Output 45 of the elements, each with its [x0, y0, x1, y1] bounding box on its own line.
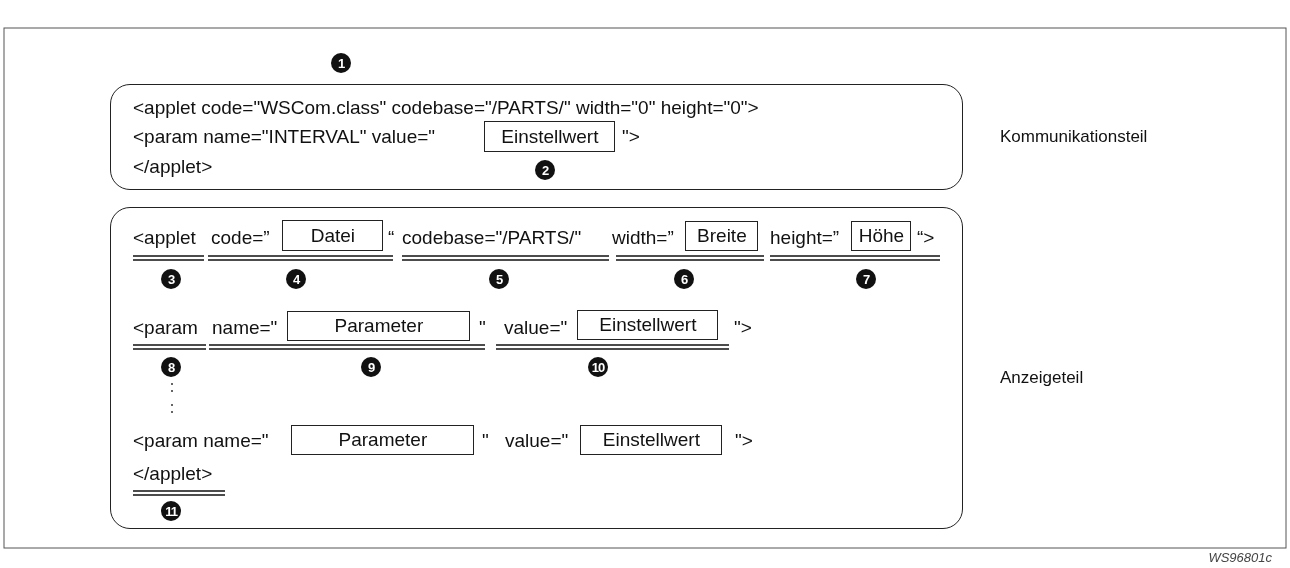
code-text: value=": [504, 317, 568, 339]
value-box: Parameter: [291, 425, 475, 456]
code-text: height=”: [770, 227, 840, 249]
code-text: <applet: [133, 227, 196, 249]
code-text: ": [479, 317, 486, 339]
code-text: <param name=": [133, 430, 269, 452]
value-box: Einstellwert: [484, 121, 616, 153]
code-panel: [110, 84, 963, 190]
code-text: “: [388, 227, 395, 249]
value-box: Parameter: [287, 311, 471, 342]
callout-number: 9: [361, 357, 381, 377]
callout-number: 4: [286, 269, 306, 289]
callout-number: 10: [588, 357, 608, 377]
callout-number: 5: [489, 269, 509, 289]
code-text: codebase="/PARTS/": [402, 227, 582, 249]
code-text: code=”: [211, 227, 270, 249]
code-text: value=": [505, 430, 569, 452]
code-text: ": [482, 430, 489, 452]
code-text: “>: [917, 227, 935, 249]
value-box: Datei: [282, 220, 384, 252]
code-text: </applet>: [133, 156, 213, 178]
code-text: ">: [622, 126, 640, 148]
callout-number: 3: [161, 269, 181, 289]
callout-number: 2: [535, 160, 555, 180]
value-box: Höhe: [851, 221, 912, 252]
value-box: Einstellwert: [577, 310, 719, 341]
value-box: Einstellwert: [580, 425, 723, 456]
callout-number: 7: [856, 269, 876, 289]
code-text: ">: [734, 317, 752, 339]
callout-number: 11: [161, 501, 181, 521]
code-text: width=”: [612, 227, 674, 249]
code-text: <param name="INTERVAL" value=": [133, 126, 436, 148]
code-text: <param: [133, 317, 198, 339]
value-box: Breite: [685, 221, 759, 252]
code-panel: [110, 207, 963, 529]
section-label: Kommunikationsteil: [1000, 127, 1148, 147]
code-text: </applet>: [133, 463, 213, 485]
code-text: <applet code="WSCom.class" codebase="/PARTS/" width="0" height="0">: [133, 97, 759, 119]
section-label: Anzeigeteil: [1000, 368, 1084, 388]
callout-number: 1: [331, 53, 351, 73]
figure-id: WS96801c: [1208, 550, 1272, 565]
callout-number: 6: [674, 269, 694, 289]
callout-number: 8: [161, 357, 181, 377]
code-text: ">: [735, 430, 753, 452]
code-text: name=": [212, 317, 278, 339]
